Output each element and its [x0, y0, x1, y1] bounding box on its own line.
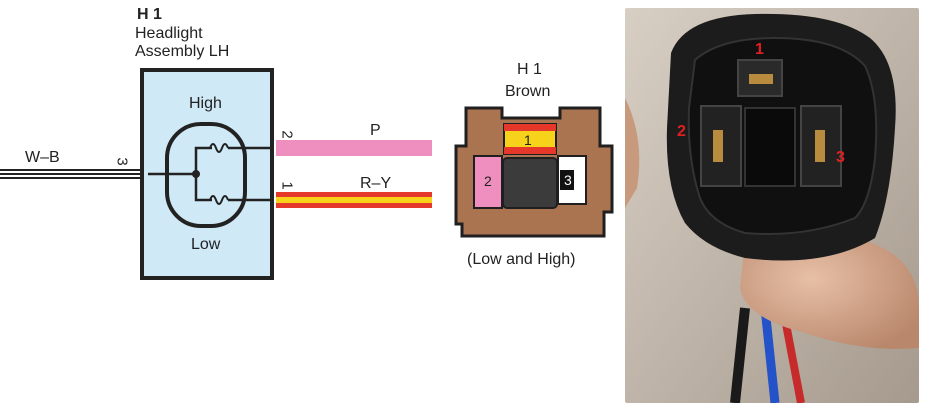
bulb-symbol: [148, 122, 272, 228]
low-label: Low: [191, 236, 221, 253]
pin-1-number: 1: [278, 181, 296, 190]
pin-2-number: 2: [278, 130, 296, 139]
component-name-line1: Headlight: [135, 25, 203, 42]
photo-pin-3-label: 3: [836, 149, 845, 166]
high-label: High: [189, 95, 222, 112]
connector-pin-3: 3: [564, 172, 572, 188]
photo-pin-1-label: 1: [755, 41, 764, 58]
pin-3-number: 3: [113, 157, 131, 166]
connector-pin-2: 2: [484, 173, 492, 189]
photo-pin-2-label: 2: [677, 123, 686, 140]
wire-w-b-label: W–B: [25, 149, 60, 166]
connector-h1: [454, 106, 614, 238]
wire-red-yellow: [276, 192, 432, 208]
wire-w-b: [0, 169, 148, 179]
wiring-diagram: [0, 68, 614, 280]
component-id: H 1: [137, 6, 162, 23]
connector-color: Brown: [505, 83, 551, 100]
connector-pin-1: 1: [524, 132, 532, 148]
wire-pink: [276, 140, 432, 156]
connector-id: H 1: [517, 61, 542, 78]
component-name-line2: Assembly LH: [135, 43, 230, 60]
connector-caption: (Low and High): [467, 251, 576, 268]
wire-r-y-label: R–Y: [360, 175, 392, 192]
wire-p-label: P: [370, 122, 381, 139]
connector-photo: 1 2 3: [625, 8, 919, 403]
